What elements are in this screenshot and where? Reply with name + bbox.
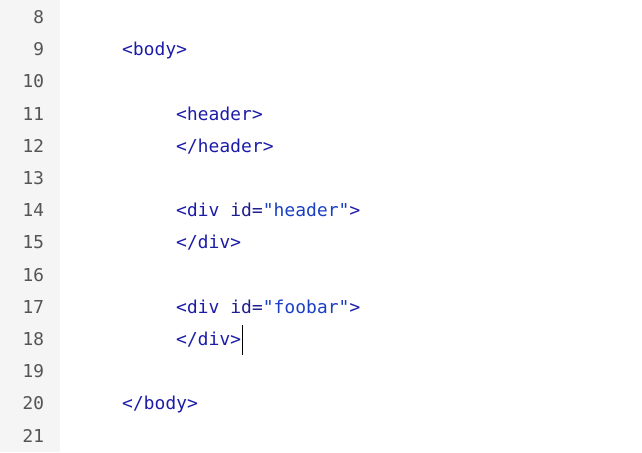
line-number: 16: [22, 264, 44, 286]
line-number: 8: [33, 7, 44, 28]
line-number: 20: [22, 393, 44, 415]
tag-token: >: [349, 200, 361, 222]
code-line[interactable]: <div id="foobar">: [176, 292, 360, 324]
line-number: 13: [22, 168, 44, 189]
tag-token: <header>: [176, 103, 263, 125]
attr-token: id=: [230, 200, 263, 222]
code-area[interactable]: <body><header></header><div id="header">…: [60, 0, 642, 452]
line-number: 12: [22, 135, 44, 157]
tag-token: <div: [176, 296, 231, 318]
tag-token: </header>: [176, 135, 274, 157]
line-number: 9: [33, 39, 44, 61]
val-token: "header": [262, 200, 350, 222]
code-line[interactable]: <div id="header">: [176, 195, 360, 227]
tag-token: <div: [176, 200, 231, 222]
line-number-gutter: 8 9 10 11 12 13 14 15 16 17 18 19 20 21: [0, 0, 60, 452]
code-line[interactable]: </div>: [176, 324, 244, 356]
line-number: 14: [22, 200, 44, 222]
line-number: 15: [22, 232, 44, 254]
code-line[interactable]: <header>: [176, 99, 263, 131]
tag-token: <body>: [122, 39, 188, 61]
line-number: 11: [22, 103, 44, 125]
code-line[interactable]: </div>: [176, 227, 241, 259]
tag-token: >: [349, 296, 361, 318]
line-number: 21: [22, 425, 44, 447]
code-line[interactable]: </body>: [122, 388, 198, 420]
tag-token: </div>: [176, 329, 242, 350]
line-number: 10: [22, 71, 44, 93]
code-line[interactable]: <body>: [122, 34, 187, 66]
line-number: 17: [22, 296, 44, 318]
line-number: 18: [22, 329, 44, 350]
tag-token: </div>: [176, 232, 242, 254]
val-token: "foobar": [262, 296, 350, 318]
text-cursor: [242, 325, 244, 355]
code-line[interactable]: </header>: [176, 131, 274, 163]
line-number: 19: [22, 361, 44, 383]
attr-token: id=: [230, 296, 263, 318]
tag-token: </body>: [122, 393, 198, 415]
